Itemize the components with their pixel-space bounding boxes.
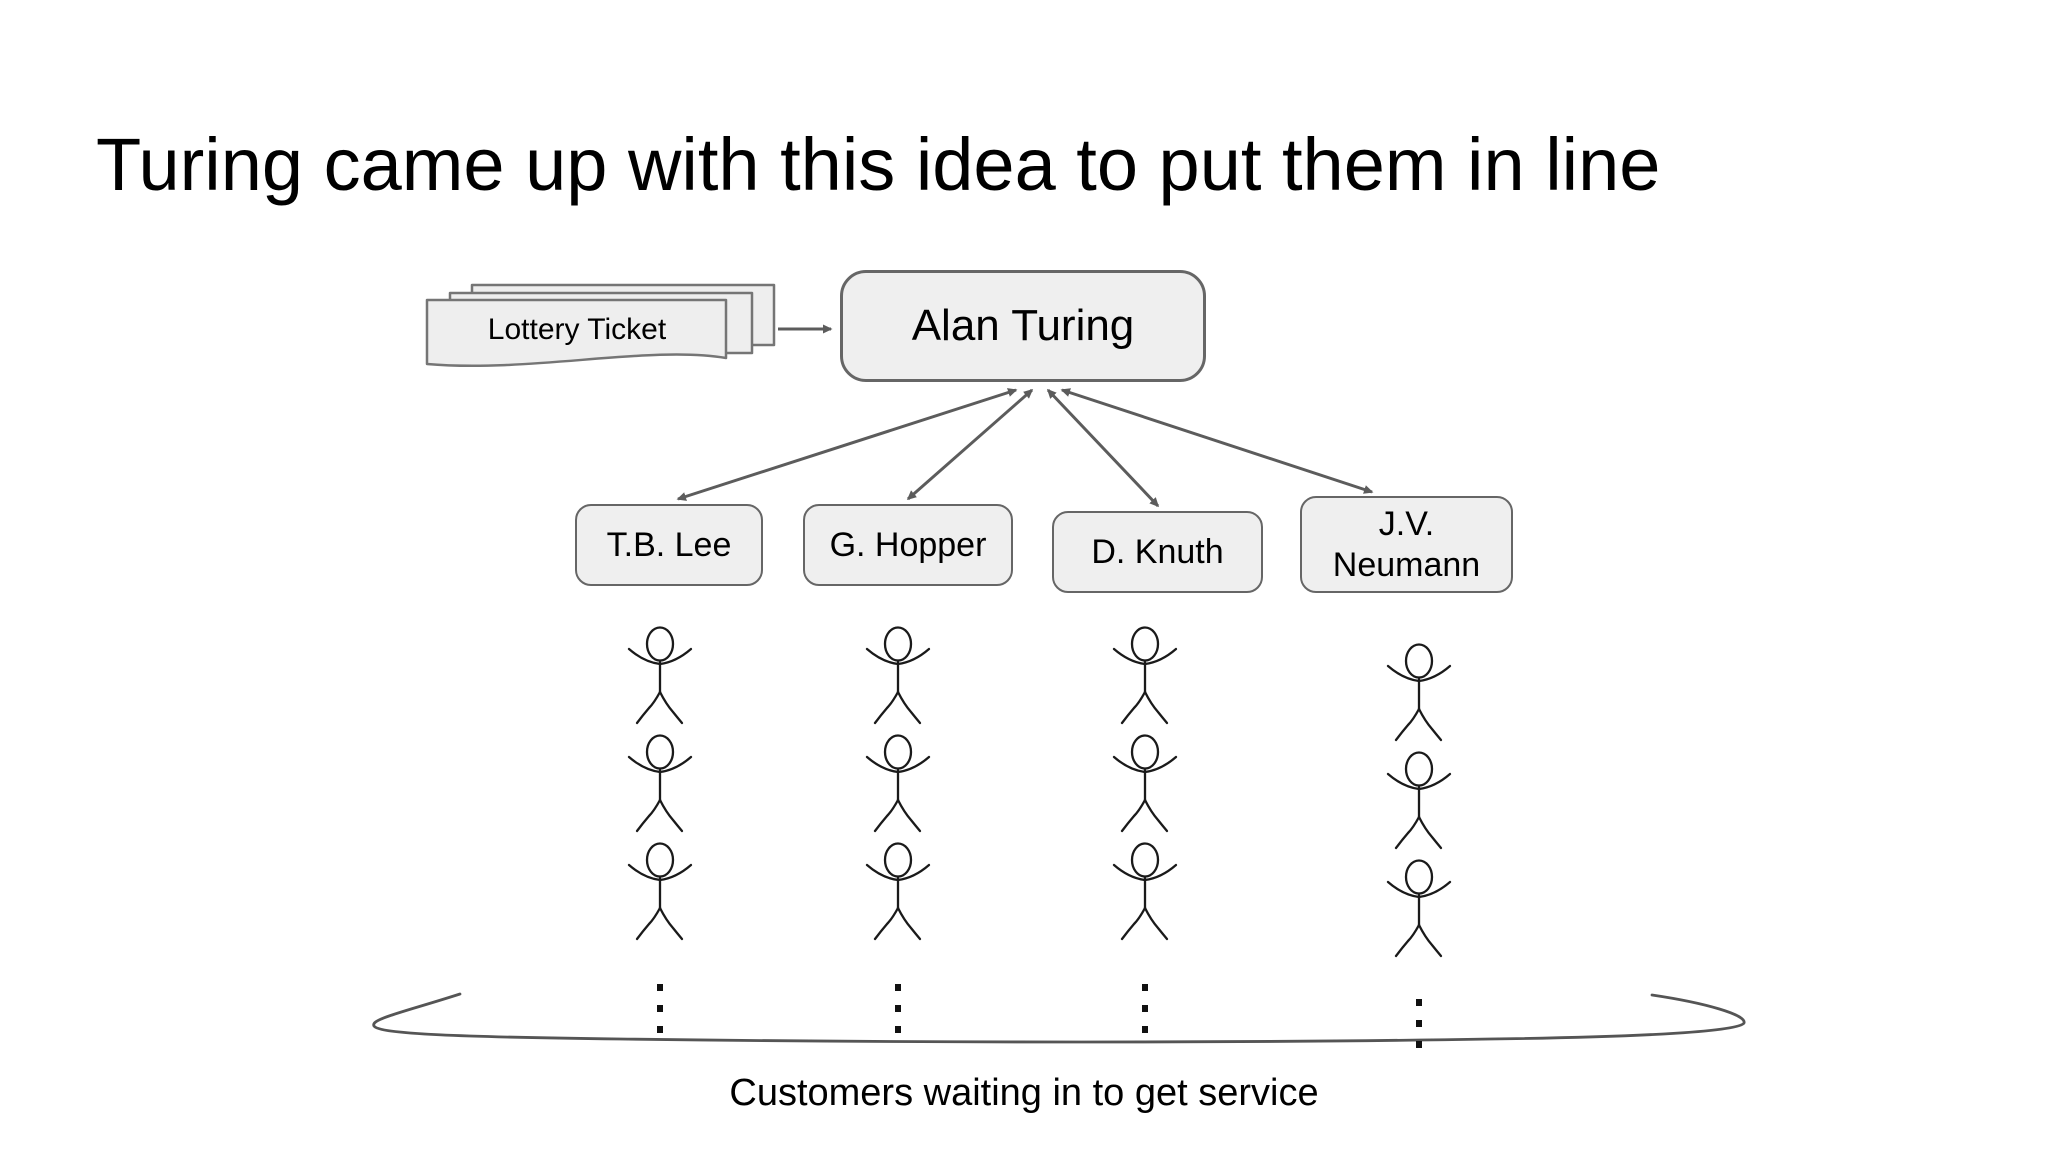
ellipsis-dot: [657, 984, 663, 991]
queue-brace-curve: [372, 992, 1746, 1044]
clerk-box-jv-neumann: J.V. Neumann: [1300, 496, 1513, 593]
ellipsis-dot: [895, 1005, 901, 1012]
queue-ellipsis: [1142, 984, 1148, 1033]
ellipsis-dot: [895, 984, 901, 991]
slide-title: Turing came up with this idea to put the…: [96, 123, 1661, 206]
lottery-ticket-label: Lottery Ticket: [487, 313, 667, 346]
clerk-box-label: T.B. Lee: [606, 525, 732, 564]
clerk-box-g-hopper: G. Hopper: [803, 504, 1013, 586]
arrow-server-clerk-4: [1060, 388, 1374, 494]
ellipsis-dot: [657, 1026, 663, 1033]
ellipsis-dot: [895, 1026, 901, 1033]
clerk-box-d-knuth: D. Knuth: [1052, 511, 1263, 593]
ellipsis-dot: [1416, 1041, 1422, 1048]
ellipsis-dot: [1142, 984, 1148, 991]
server-box-alan-turing: Alan Turing: [840, 270, 1206, 382]
clerk-box-label: G. Hopper: [829, 525, 987, 564]
clerk-box-label: D. Knuth: [1091, 532, 1224, 571]
queue-ellipsis: [1416, 999, 1422, 1048]
queue-caption: Customers waiting in to get service: [729, 1072, 1319, 1114]
arrow-server-clerk-2: [906, 388, 1034, 501]
ellipsis-dot: [657, 1005, 663, 1012]
ellipsis-dot: [1416, 999, 1422, 1006]
queue-ellipsis: [895, 984, 901, 1033]
clerk-box-tb-lee: T.B. Lee: [575, 504, 763, 586]
ellipsis-dot: [1142, 1005, 1148, 1012]
paper-sheet-front: [425, 298, 728, 368]
server-box-label: Alan Turing: [911, 301, 1135, 350]
ellipsis-dot: [1142, 1026, 1148, 1033]
queue-ellipsis: [657, 984, 663, 1033]
lottery-ticket-stack-icon: [425, 283, 776, 368]
clerk-box-label: J.V. Neumann: [1332, 504, 1481, 584]
arrow-server-clerk-3: [1046, 388, 1160, 508]
arrow-server-clerk-1: [676, 388, 1018, 501]
ellipsis-dot: [1416, 1020, 1422, 1027]
